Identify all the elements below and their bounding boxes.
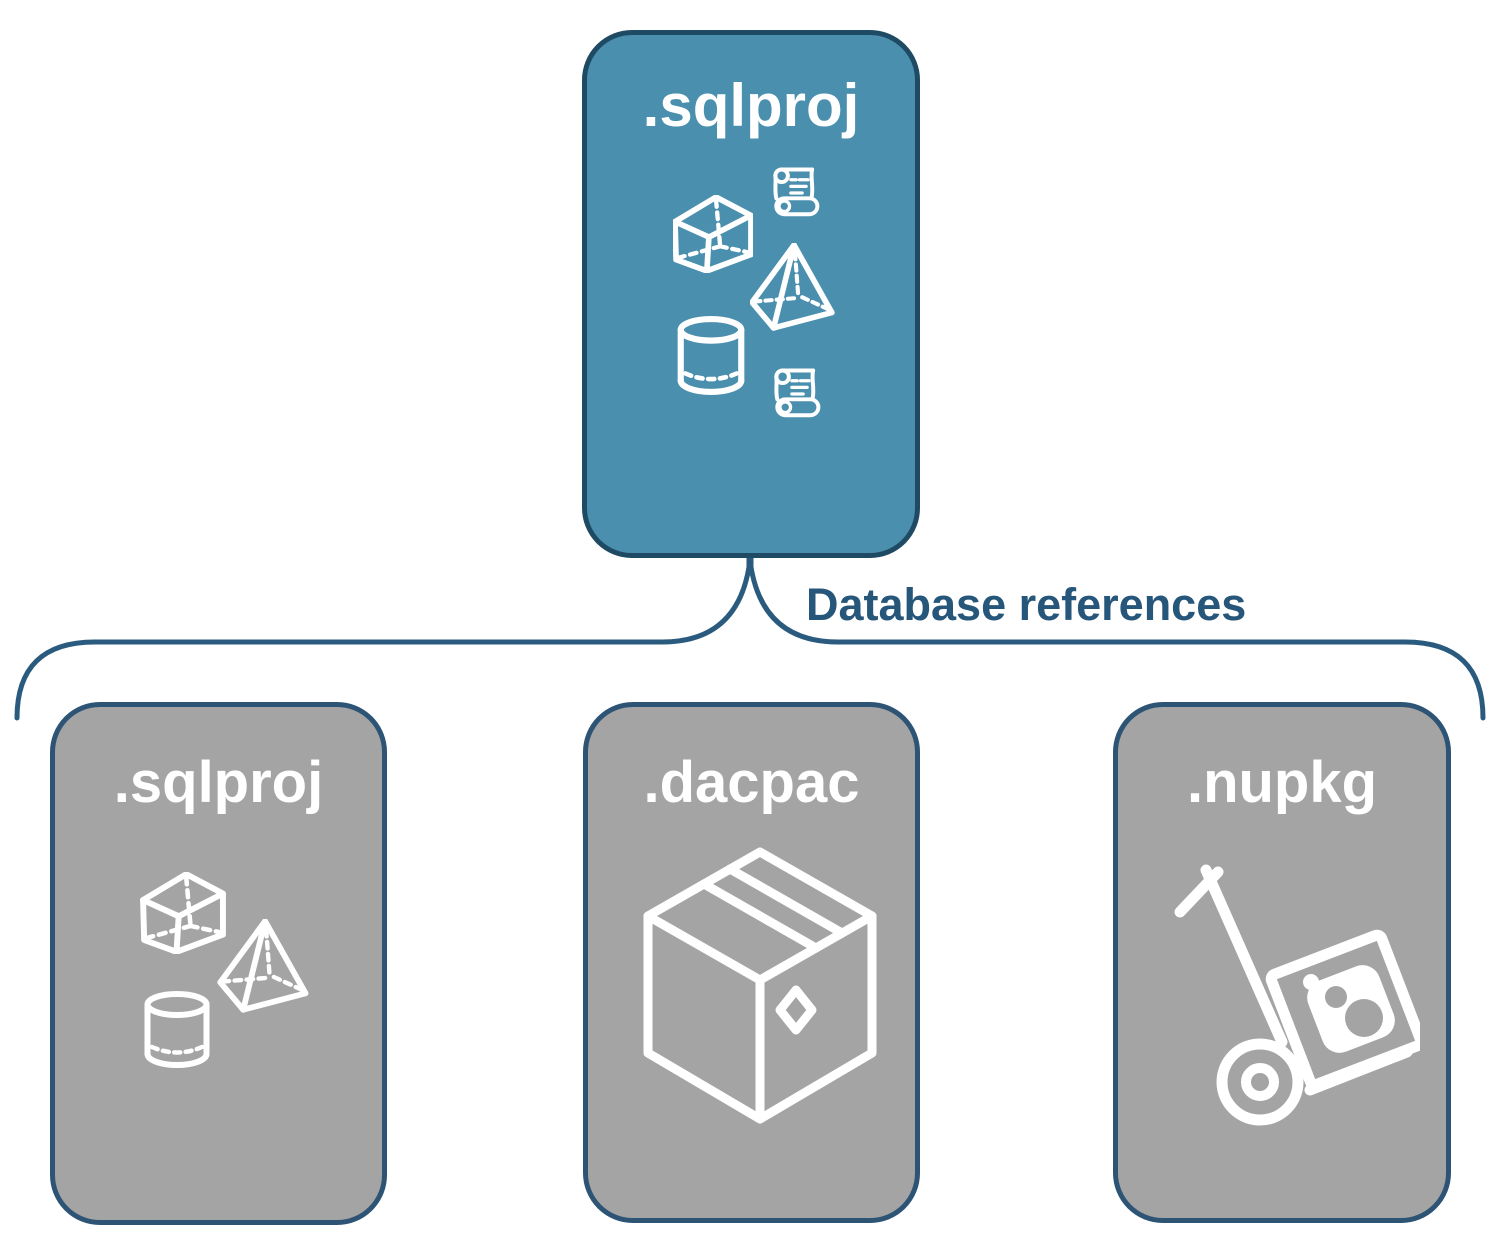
handtruck-nuget-icon (1174, 864, 1420, 1126)
scroll-icon (773, 167, 820, 217)
connector-label: Database references (806, 579, 1247, 630)
child-node-nupkg: .nupkg (1113, 702, 1451, 1223)
child-node-title: .dacpac (643, 750, 860, 815)
cube-icon (140, 872, 226, 954)
cylinder-icon (677, 316, 745, 395)
pyramid-icon (217, 919, 309, 1013)
root-node-sqlproj: .sqlproj (582, 30, 920, 558)
pyramid-icon (750, 243, 835, 331)
root-node-title: .sqlproj (642, 72, 860, 139)
child-node-title: .nupkg (1186, 750, 1378, 815)
package-box-icon (643, 847, 877, 1124)
cube-icon (673, 195, 753, 273)
child-node-sqlproj: .sqlproj (50, 702, 387, 1225)
child-node-title: .sqlproj (113, 750, 324, 815)
scroll-icon (774, 368, 821, 418)
cylinder-icon (144, 991, 210, 1068)
child-node-dacpac: .dacpac (583, 702, 920, 1223)
